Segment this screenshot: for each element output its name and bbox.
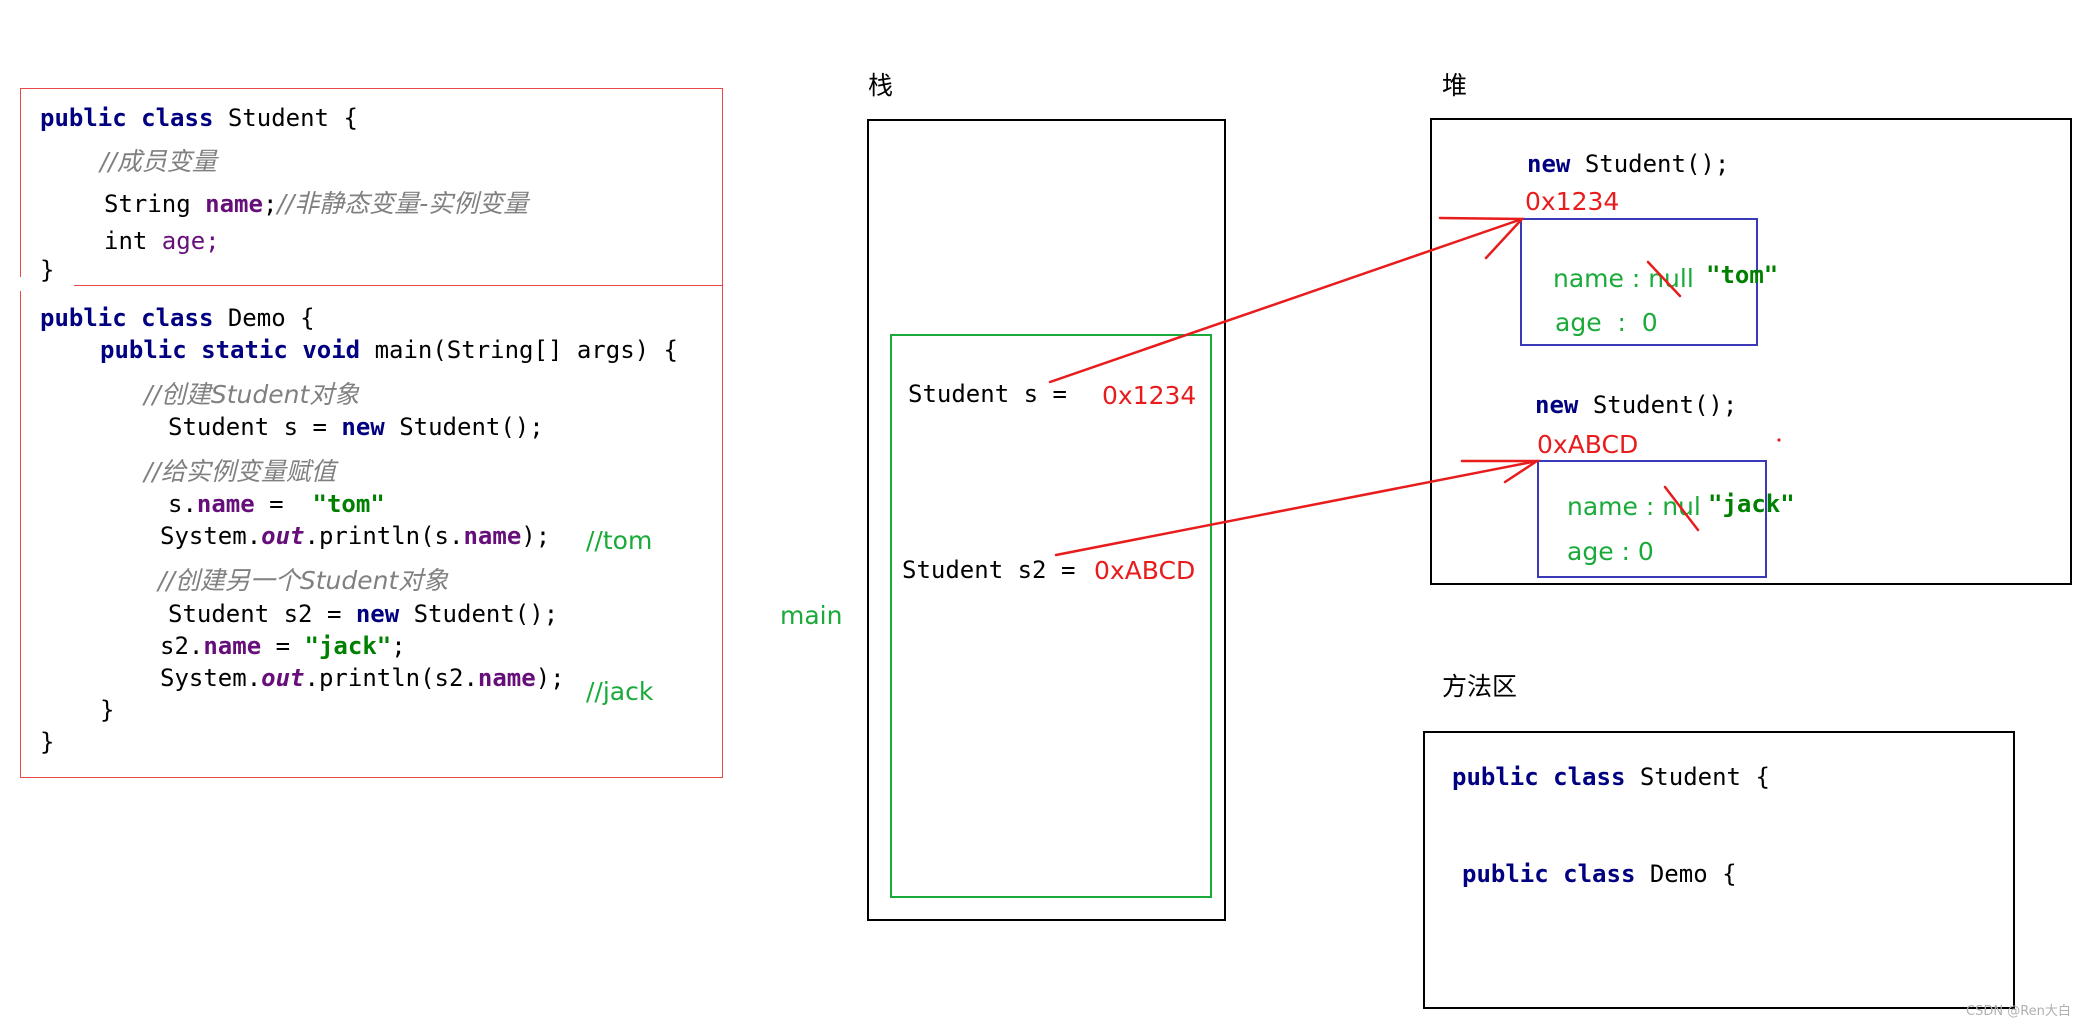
heap-obj1-name-value: "tom" <box>1706 261 1779 289</box>
code-line-demo-decl: public class Demo { <box>40 304 315 332</box>
heap-obj2-new: new Student(); <box>1535 391 1738 419</box>
stack-var-s2: Student s2 = <box>902 556 1090 584</box>
code-panel-gap <box>20 277 74 291</box>
code-line-age: int age; <box>104 227 220 255</box>
code-line-new-s2: Student s2 = new Student(); <box>168 600 559 628</box>
code-panel-student <box>20 88 723 285</box>
watermark: CSDN @Ren大白 <box>1966 1004 2071 1019</box>
method-area <box>1423 731 2015 1009</box>
heap-obj1-age: age : 0 <box>1555 308 1658 337</box>
code-line-print-s2: System.out.println(s2.name); <box>160 664 565 692</box>
code-line-student-decl: public class Student { <box>40 104 358 132</box>
code-line-s-name: s.name = "tom" <box>168 490 385 518</box>
heap-obj1-new: new Student(); <box>1527 150 1730 178</box>
heap-obj2-age: age : 0 <box>1567 537 1654 566</box>
arrow-s-to-obj1 <box>1048 217 1524 384</box>
code-close-main: } <box>100 696 115 724</box>
heap-obj2-box <box>1537 460 1767 578</box>
code-line-print-s: System.out.println(s.name); <box>160 522 551 550</box>
arrow-head-obj2 <box>1460 459 1542 484</box>
code-comment-create2: //创建另一个Student对象 <box>158 566 449 595</box>
code-close-student: } <box>40 256 55 284</box>
code-line-new-s: Student s = new Student(); <box>168 413 544 441</box>
code-panel-demo <box>20 285 723 778</box>
strike-obj1-null <box>1646 260 1682 298</box>
strike-obj2-null <box>1663 485 1700 532</box>
method-area-demo: public class Demo { <box>1462 860 1737 888</box>
heap-obj2-address: 0xABCD <box>1537 430 1639 459</box>
heap-obj1-address: 0x1234 <box>1525 187 1620 216</box>
code-comment-create: //创建Student对象 <box>144 380 360 409</box>
code-line-main: public static void main(String[] args) { <box>100 336 678 364</box>
stack-title: 栈 <box>868 71 894 100</box>
code-line-name: String name;//非静态变量-实例变量 <box>104 189 529 218</box>
method-area-student: public class Student { <box>1452 763 1770 791</box>
main-frame <box>890 334 1212 898</box>
arrow-s2-to-obj2 <box>1054 459 1539 557</box>
code-line-s2-name: s2.name = "jack"; <box>160 632 406 660</box>
heap-title: 堆 <box>1442 71 1468 100</box>
stack-var-s: Student s = <box>908 380 1082 408</box>
heap-obj2-name: name : nul <box>1567 492 1701 521</box>
heap-area <box>1430 118 2072 585</box>
method-area-title: 方法区 <box>1442 672 1518 701</box>
heap-obj1-name: name : null <box>1553 264 1694 293</box>
stack-value-s2: 0xABCD <box>1094 556 1196 585</box>
arrow-head-obj1 <box>1438 216 1525 260</box>
code-comment-member: //成员变量 <box>100 147 217 176</box>
main-label: main <box>780 601 843 630</box>
heap-obj1-box <box>1520 218 1758 346</box>
code-result-jack: //jack <box>586 677 654 706</box>
code-comment-assign: //给实例变量赋值 <box>144 457 336 486</box>
code-close-demo: } <box>40 728 55 756</box>
stack-frame <box>867 119 1226 921</box>
stray-dot <box>1777 438 1781 442</box>
code-result-tom: //tom <box>586 526 653 555</box>
stack-value-s: 0x1234 <box>1102 381 1197 410</box>
heap-obj2-name-value: "jack" <box>1708 490 1795 518</box>
